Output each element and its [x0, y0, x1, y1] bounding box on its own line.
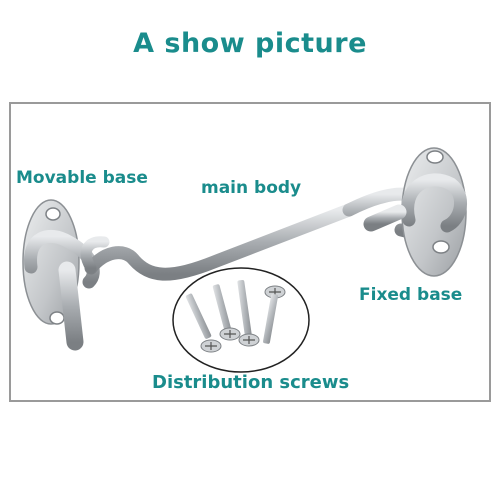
hook-latch-illustration [22, 147, 467, 373]
label-fixed-base: Fixed base [359, 285, 463, 305]
screw-icon [185, 293, 222, 353]
label-main-body: main body [201, 178, 302, 198]
main-body-rod [80, 187, 432, 281]
screw-icon [263, 285, 286, 344]
screws-group [172, 267, 310, 373]
label-distribution-screws: Distribution screws [152, 372, 350, 393]
screw-icon [212, 284, 241, 341]
fixed-eye-loop [363, 173, 467, 233]
page-title: A show picture [133, 28, 367, 59]
label-movable-base: Movable base [16, 168, 148, 188]
screw-icon [237, 279, 260, 347]
